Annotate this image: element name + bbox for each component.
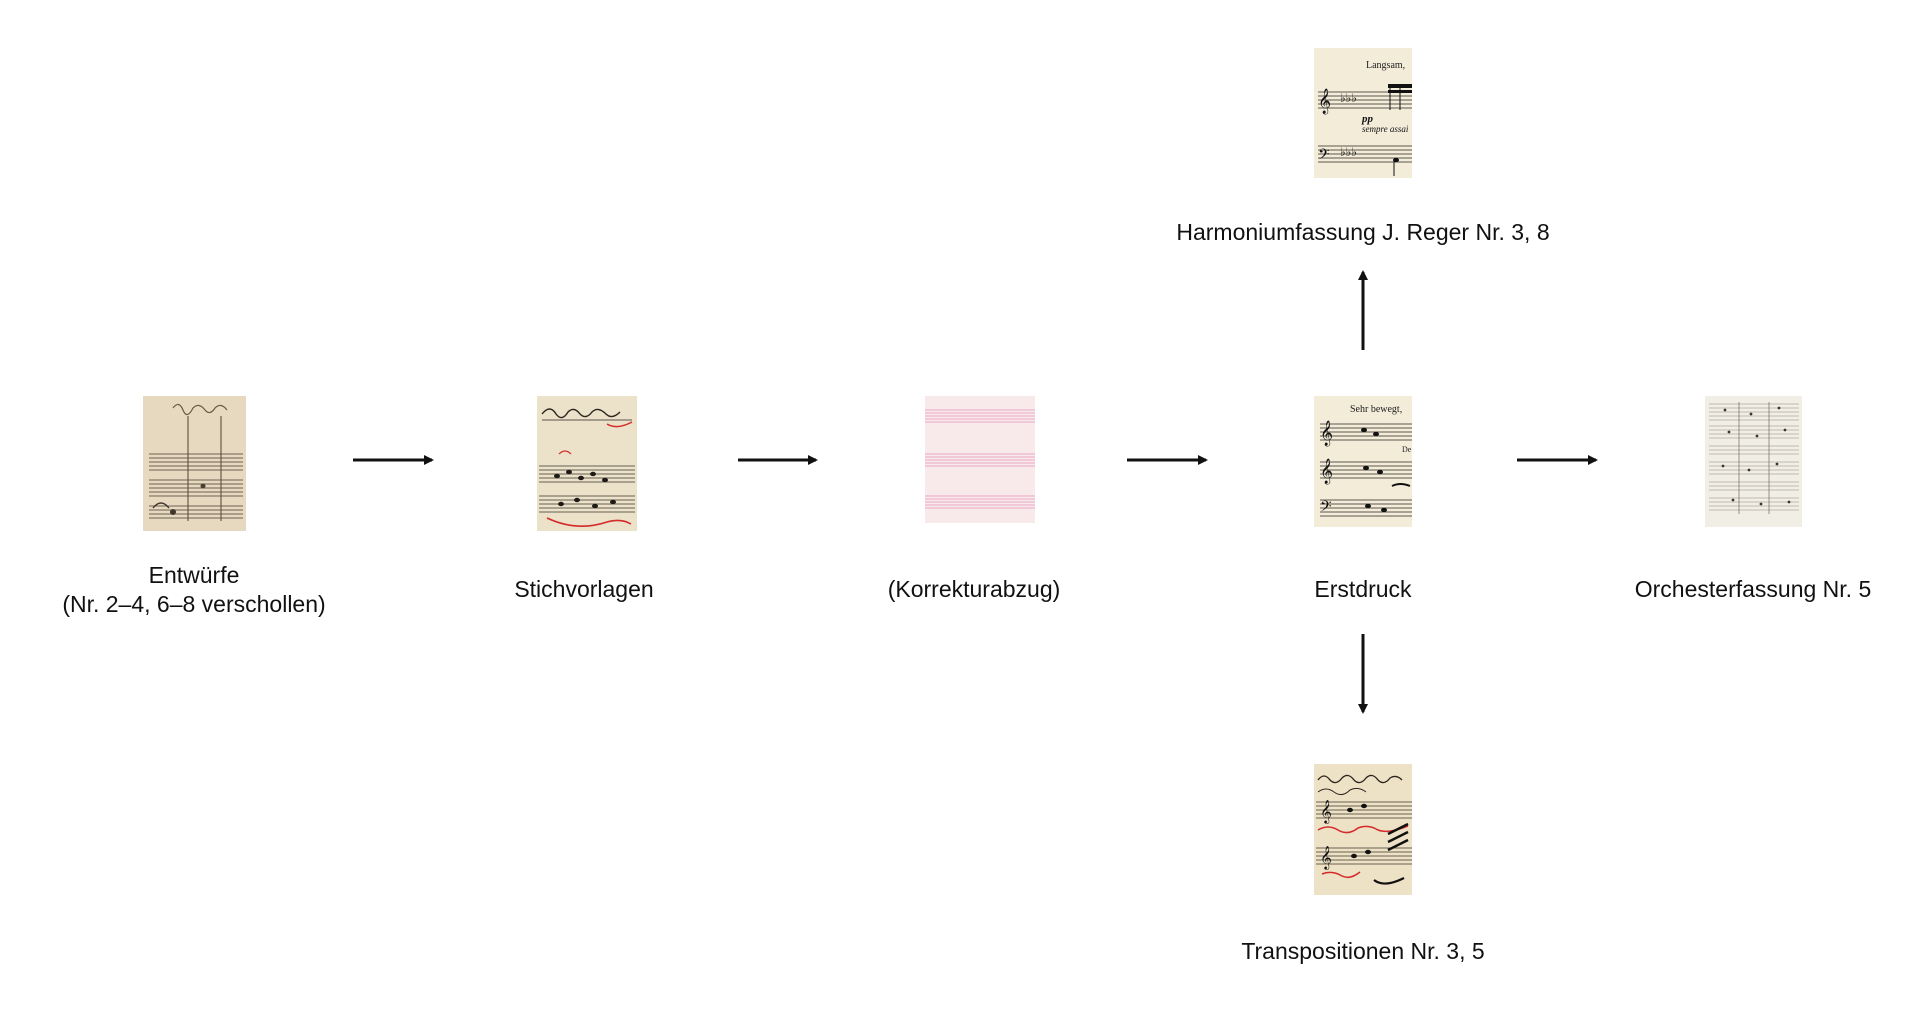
harmonium-print-thumbnail[interactable]: Langsam, 𝄞 𝄢 ♭♭♭ ♭♭♭ pp sempre assai (1314, 48, 1412, 178)
entwuerfe-subtitle: (Nr. 2–4, 6–8 verschollen) (62, 591, 326, 617)
empty-staff-paper-thumbnail[interactable] (925, 396, 1035, 523)
svg-text:♭♭♭: ♭♭♭ (1340, 145, 1357, 159)
orchestral-score-thumbnail[interactable] (1705, 396, 1802, 527)
svg-text:𝄞: 𝄞 (1320, 845, 1332, 870)
node-label-stichvorlagen: Stichvorlagen (514, 576, 654, 602)
svg-text:sempre assai: sempre assai (1362, 124, 1409, 134)
svg-text:𝄢: 𝄢 (1320, 498, 1332, 519)
svg-text:De: De (1402, 445, 1412, 454)
node-label-entwuerfe: Entwürfe (Nr. 2–4, 6–8 verschollen) (62, 561, 325, 619)
manuscript-sketch-thumbnail[interactable] (143, 396, 246, 531)
svg-text:𝄞: 𝄞 (1320, 458, 1333, 484)
node-label-korrekturabzug: (Korrekturabzug) (887, 576, 1061, 602)
svg-text:𝄞: 𝄞 (1318, 88, 1331, 114)
svg-text:pp: pp (1361, 113, 1374, 125)
node-label-harmonium: Harmoniumfassung J. Reger Nr. 3, 8 (1176, 219, 1550, 245)
node-label-orchesterfassung: Orchesterfassung Nr. 5 (1634, 576, 1872, 602)
engraver-copy-thumbnail[interactable] (537, 396, 637, 531)
harmonium-thumbnail-text: Langsam, (1366, 60, 1405, 71)
transposition-manuscript-thumbnail[interactable]: 𝄞 𝄞 (1314, 764, 1412, 895)
svg-text:𝄞: 𝄞 (1320, 420, 1333, 446)
node-label-erstdruck: Erstdruck (1314, 576, 1412, 602)
svg-text:𝄢: 𝄢 (1318, 146, 1330, 167)
svg-text:𝄞: 𝄞 (1320, 799, 1332, 824)
entwuerfe-title: Entwürfe (148, 562, 240, 588)
svg-text:♭♭♭: ♭♭♭ (1340, 91, 1357, 105)
erstdruck-thumbnail-text: Sehr bewegt, (1350, 404, 1402, 415)
node-label-transpositionen: Transpositionen Nr. 3, 5 (1241, 938, 1485, 964)
first-print-thumbnail[interactable]: Sehr bewegt, 𝄞 𝄞 𝄢 De (1314, 396, 1412, 527)
